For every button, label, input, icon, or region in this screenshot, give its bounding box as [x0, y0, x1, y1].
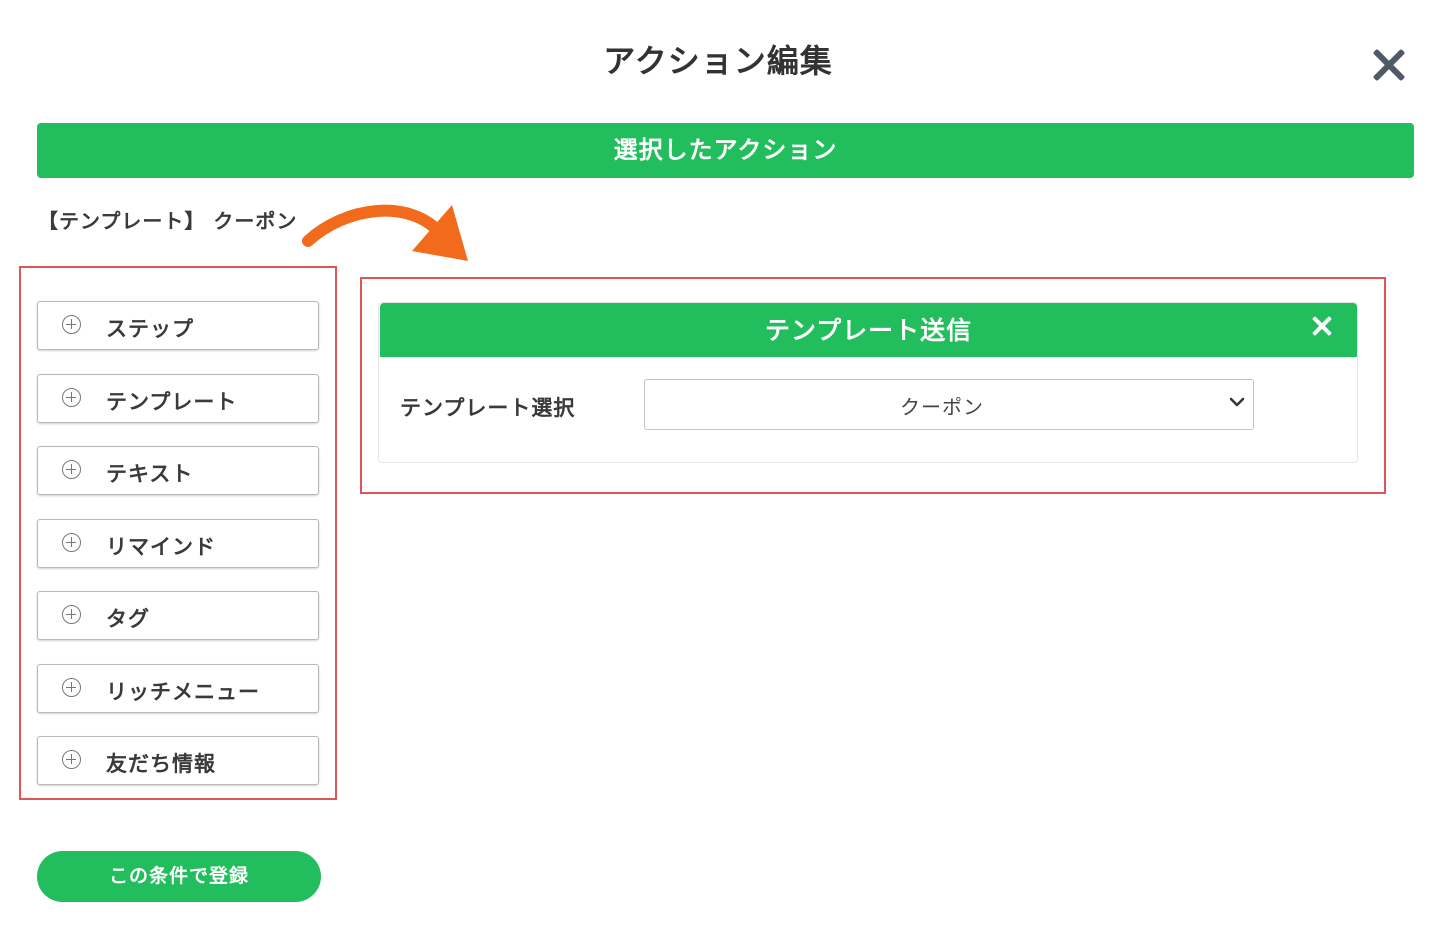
- action-button-label: テキスト: [106, 462, 194, 486]
- action-button-label: リッチメニュー: [106, 680, 260, 704]
- plus-circle-icon: [62, 533, 81, 552]
- template-card-header: テンプレート送信: [380, 303, 1357, 357]
- template-select-label: テンプレート選択: [400, 396, 576, 420]
- action-button-label: タグ: [106, 607, 150, 631]
- add-remind-button[interactable]: リマインド: [37, 519, 319, 568]
- add-tag-button[interactable]: タグ: [37, 591, 319, 640]
- action-list-highlight: [19, 266, 337, 800]
- action-button-label: ステップ: [106, 317, 194, 341]
- add-text-button[interactable]: テキスト: [37, 446, 319, 495]
- action-button-label: 友だち情報: [106, 752, 216, 776]
- chevron-down-icon: [1229, 397, 1245, 407]
- plus-circle-icon: [62, 315, 81, 334]
- template-select[interactable]: クーポン: [644, 379, 1254, 430]
- plus-circle-icon: [62, 750, 81, 769]
- close-icon[interactable]: [1309, 313, 1335, 339]
- selected-action-bar: 選択したアクション: [37, 123, 1414, 178]
- plus-circle-icon: [62, 678, 81, 697]
- plus-circle-icon: [62, 460, 81, 479]
- template-select-value: クーポン: [900, 395, 984, 419]
- close-icon[interactable]: [1368, 44, 1410, 86]
- selected-action-text: 【テンプレート】 クーポン: [38, 209, 298, 233]
- register-button[interactable]: この条件で登録: [37, 851, 321, 902]
- arrow-annotation-icon: [302, 204, 468, 261]
- action-button-label: リマインド: [106, 535, 216, 559]
- add-friend-info-button[interactable]: 友だち情報: [37, 736, 319, 785]
- add-step-button[interactable]: ステップ: [37, 301, 319, 350]
- add-rich-menu-button[interactable]: リッチメニュー: [37, 664, 319, 713]
- modal-title: アクション編集: [603, 42, 833, 80]
- template-card-highlight: [360, 277, 1386, 494]
- action-button-label: テンプレート: [106, 390, 238, 414]
- plus-circle-icon: [62, 605, 81, 624]
- plus-circle-icon: [62, 388, 81, 407]
- add-template-button[interactable]: テンプレート: [37, 374, 319, 423]
